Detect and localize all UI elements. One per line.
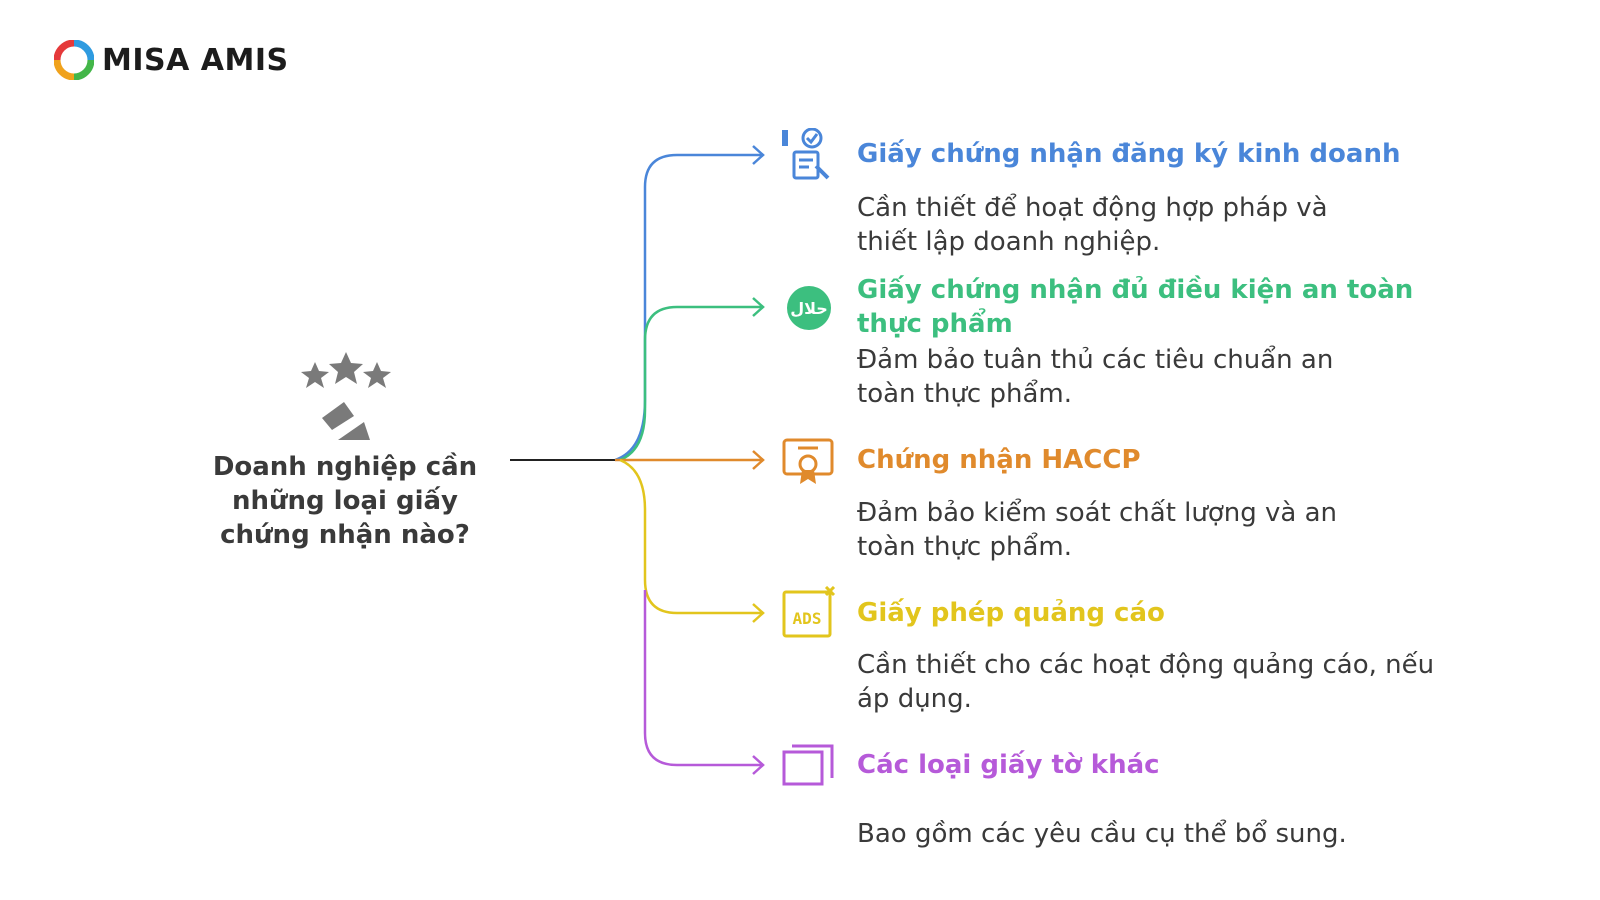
arrowhead-3 xyxy=(752,450,765,470)
arrowhead-4 xyxy=(752,603,765,623)
arrowhead-2 xyxy=(752,297,765,317)
branch-line-4 xyxy=(619,458,762,615)
misa-logo-icon xyxy=(54,40,94,80)
certificate-check-icon xyxy=(782,128,830,180)
brand-logo: MISA AMIS xyxy=(54,40,289,80)
arrowhead-5 xyxy=(752,755,765,775)
item-title-5: Các loại giấy tờ khác xyxy=(857,750,1160,780)
central-question: Doanh nghiệp cần những loại giấy chứng n… xyxy=(212,452,478,550)
award-certificate-icon xyxy=(782,438,834,484)
item-title-4: Giấy phép quảng cáo xyxy=(857,598,1165,628)
branch-line-1 xyxy=(614,153,762,462)
item-title-2: Giấy chứng nhận đủ điều kiện an toàn thự… xyxy=(857,275,1414,339)
branch-line-2 xyxy=(619,305,762,462)
item-desc-3: Đảm bảo kiểm soát chất lượng và an toàn … xyxy=(857,498,1338,562)
item-title-1: Giấy chứng nhận đăng ký kinh doanh xyxy=(857,139,1401,169)
arrowhead-1 xyxy=(752,145,765,165)
item-desc-2: Đảm bảo tuân thủ các tiêu chuẩn an toàn … xyxy=(857,345,1334,409)
item-desc-4: Cần thiết cho các hoạt động quảng cáo, n… xyxy=(857,650,1435,714)
brand-name: MISA AMIS xyxy=(102,42,289,78)
item-title-3: Chứng nhận HACCP xyxy=(857,445,1141,475)
branch-line-5 xyxy=(643,590,762,767)
svg-text:حلال: حلال xyxy=(790,299,828,318)
documents-icon xyxy=(782,744,834,786)
item-desc-5: Bao gồm các yêu cầu cụ thể bổ sung. xyxy=(857,819,1347,849)
ads-icon: ADS xyxy=(782,586,836,638)
svg-text:ADS: ADS xyxy=(793,609,822,628)
stars-gavel-icon xyxy=(301,352,391,440)
item-desc-1: Cần thiết để hoạt động hợp pháp và thiết… xyxy=(857,193,1328,257)
halal-icon: حلال xyxy=(787,286,831,330)
